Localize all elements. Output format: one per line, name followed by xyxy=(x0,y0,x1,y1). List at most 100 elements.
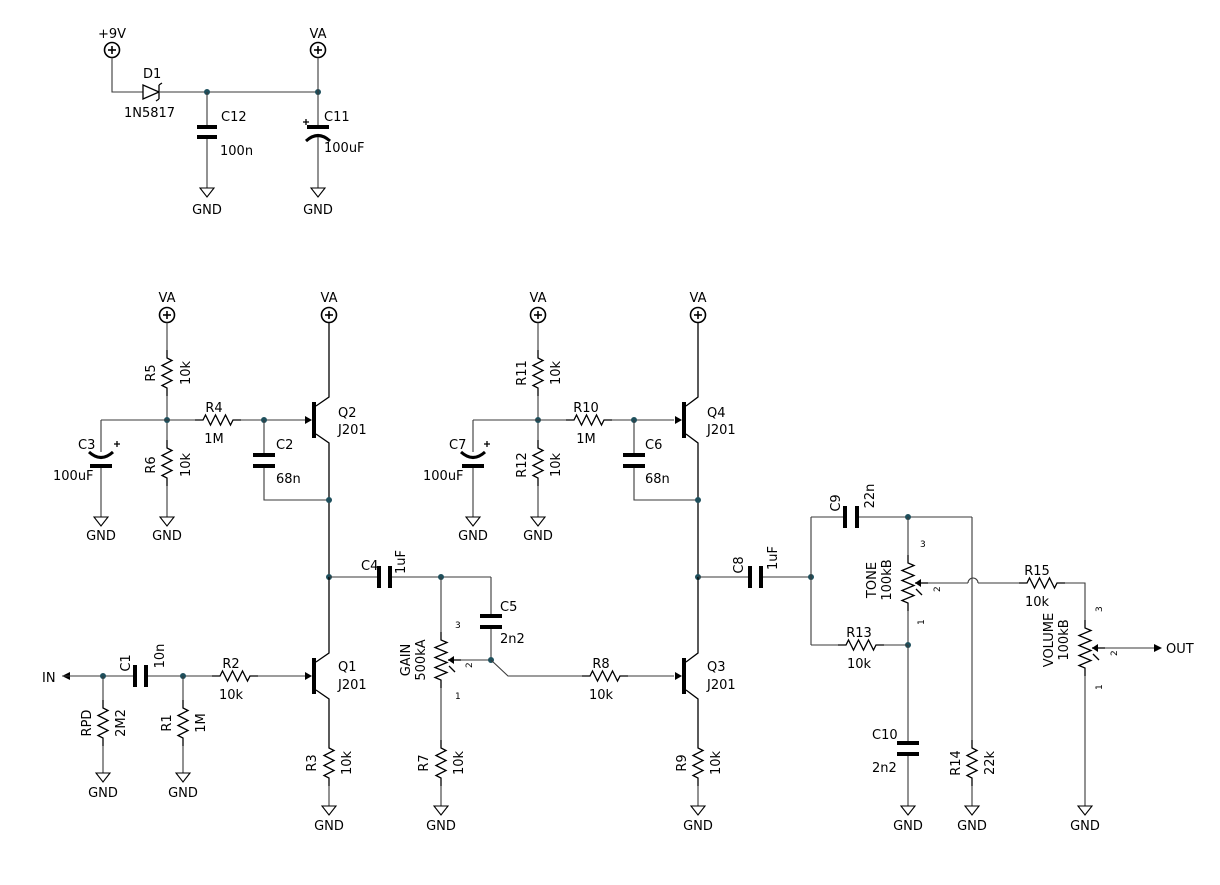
r15-value: 10k xyxy=(1025,595,1050,610)
r6-ref: R6 xyxy=(144,456,159,473)
r8-ref: R8 xyxy=(592,657,609,672)
r4-resistor xyxy=(194,414,242,426)
r5-value: 10k xyxy=(179,360,194,385)
c6-value: 68n xyxy=(645,472,670,487)
va-label: VA xyxy=(159,291,176,306)
r11-resistor xyxy=(532,349,544,397)
c1-capacitor xyxy=(133,665,148,687)
r13-ref: R13 xyxy=(846,626,872,641)
c10-ref: C10 xyxy=(872,728,898,743)
pin-2-label: 2 xyxy=(933,586,943,592)
c2-value: 68n xyxy=(276,472,301,487)
pin-3-label: 3 xyxy=(1095,606,1105,612)
tone-section: C9 22n TONE 100kB 3 1 2 R13 10k C10 2n2 … xyxy=(808,484,1086,834)
c11-capacitor xyxy=(304,134,332,143)
c6-ref: C6 xyxy=(645,438,662,453)
r14-ref: R14 xyxy=(949,750,964,776)
r6-resistor xyxy=(161,439,173,487)
pin-2-label: 2 xyxy=(465,662,475,668)
c9-capacitor xyxy=(843,506,859,528)
vin-label: +9V xyxy=(98,27,126,42)
gnd-label: GND xyxy=(168,786,198,801)
c11-ref: C11 xyxy=(324,110,350,125)
q1-value: J201 xyxy=(337,678,367,693)
r8-value: 10k xyxy=(589,688,614,703)
gnd-label: GND xyxy=(523,529,553,544)
input-section: IN C1 10n R2 10k RPD 2M2 GND R1 1M GND xyxy=(42,644,305,801)
gnd-label: GND xyxy=(86,529,116,544)
c4-ref: C4 xyxy=(361,559,378,574)
tone-ref: TONE xyxy=(865,562,880,599)
diode-d1 xyxy=(142,82,163,102)
c4-value: 1uF xyxy=(394,550,409,574)
q4-ref: Q4 xyxy=(707,406,726,421)
r4-ref: R4 xyxy=(205,401,222,416)
power-section: +9V D1 1N5817 VA C12 100n GND C11 100uF … xyxy=(98,27,365,218)
pin-1-label: 1 xyxy=(1095,684,1105,690)
va-label: VA xyxy=(690,291,707,306)
stage1-section: VA R5 10k R6 10k GND C3 100uF GND R4 1M … xyxy=(53,291,491,834)
r15-ref: R15 xyxy=(1024,564,1050,579)
gnd-label: GND xyxy=(192,203,222,218)
r10-resistor xyxy=(565,414,613,426)
c12-value: 100n xyxy=(220,144,253,159)
c7-capacitor xyxy=(459,450,487,459)
stage2-section: VA R11 10k R12 10k GND C7 100uF GND R10 … xyxy=(423,291,811,834)
gnd-label: GND xyxy=(303,203,333,218)
r2-value: 10k xyxy=(219,688,244,703)
c9-ref: C9 xyxy=(829,494,844,511)
gnd-label: GND xyxy=(152,529,182,544)
r12-ref: R12 xyxy=(515,452,530,478)
pin-3-label: 3 xyxy=(455,621,461,631)
d1-value: 1N5817 xyxy=(124,106,175,121)
tone-potentiometer xyxy=(901,554,929,612)
q3-value: J201 xyxy=(706,678,736,693)
c7-value: 100uF xyxy=(423,469,464,484)
c10-capacitor xyxy=(897,741,919,756)
va-symbol xyxy=(309,41,327,59)
r2-ref: R2 xyxy=(222,657,239,672)
r13-value: 10k xyxy=(847,657,872,672)
r12-resistor xyxy=(532,439,544,487)
q2-jfet xyxy=(305,322,330,577)
pin-3-label: 3 xyxy=(920,540,926,550)
gnd-label: GND xyxy=(957,819,987,834)
c3-ref: C3 xyxy=(78,438,95,453)
c8-ref: C8 xyxy=(732,556,747,573)
c2-capacitor xyxy=(253,453,275,468)
r1-resistor xyxy=(177,699,189,747)
r5-resistor xyxy=(161,349,173,397)
gnd-label: GND xyxy=(314,819,344,834)
r10-value: 1M xyxy=(576,432,596,447)
c7-ref: C7 xyxy=(449,438,466,453)
c6-capacitor xyxy=(623,453,645,468)
r14-resistor xyxy=(966,739,978,787)
r7-resistor xyxy=(435,739,447,787)
rpd-ref: RPD xyxy=(80,710,95,737)
vin-symbol xyxy=(103,41,121,59)
c5-ref: C5 xyxy=(500,600,517,615)
gnd-label: GND xyxy=(88,786,118,801)
c11-value: 100uF xyxy=(324,141,365,156)
r14-value: 22k xyxy=(983,750,998,775)
c5-capacitor xyxy=(480,614,502,629)
q2-value: J201 xyxy=(337,423,367,438)
c1-ref: C1 xyxy=(119,654,134,671)
va-label: VA xyxy=(321,291,338,306)
pin-1-label: 1 xyxy=(455,692,461,702)
r6-value: 10k xyxy=(179,452,194,477)
q2-ref: Q2 xyxy=(338,406,357,421)
gain-potentiometer xyxy=(434,631,462,689)
r9-value: 10k xyxy=(709,750,724,775)
r8-resistor xyxy=(581,670,629,682)
q4-value: J201 xyxy=(706,423,736,438)
q3-ref: Q3 xyxy=(707,660,726,675)
gain-ref: GAIN xyxy=(399,644,414,677)
r5-ref: R5 xyxy=(144,364,159,381)
gnd-label: GND xyxy=(426,819,456,834)
c8-capacitor xyxy=(748,566,763,588)
r9-resistor xyxy=(692,739,704,787)
r3-ref: R3 xyxy=(305,754,320,771)
c12-capacitor xyxy=(197,125,217,139)
